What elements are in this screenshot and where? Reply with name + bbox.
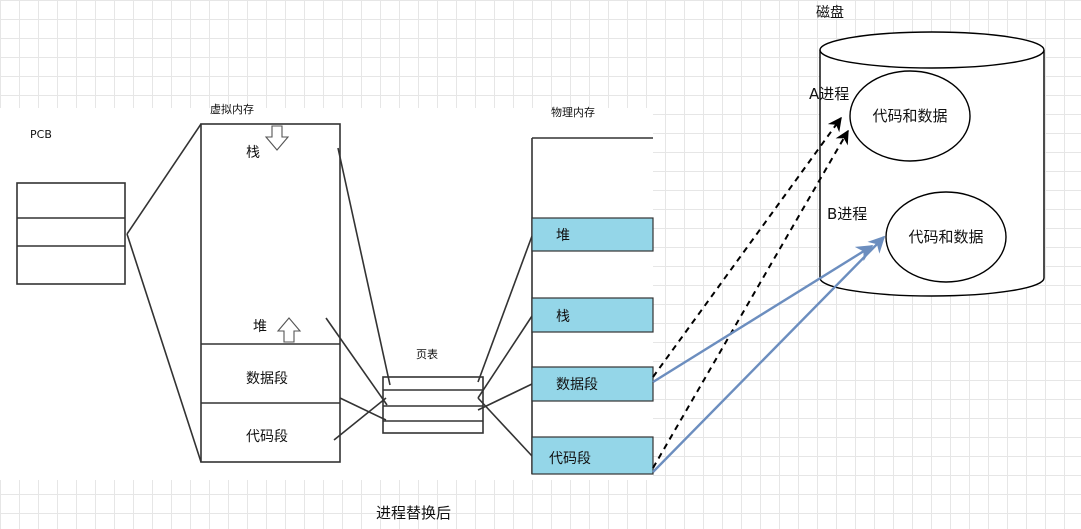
physical-memory-block	[531, 137, 654, 475]
process-b-label: B进程	[827, 205, 867, 223]
page-table-block	[382, 376, 484, 434]
process-a-label: A进程	[809, 85, 849, 103]
disk-title: 磁盘	[816, 4, 844, 21]
page-table-to-physical-lines	[477, 235, 533, 457]
sketch-panel	[0, 108, 653, 480]
virtual-data-segment-label: 数据段	[246, 371, 288, 387]
process-a-ellipse	[849, 70, 971, 162]
virtual-code-segment-label: 代码段	[246, 429, 288, 445]
physical-code-segment-label: 代码段	[549, 451, 591, 467]
physical-code-segment-cell	[531, 436, 654, 475]
virtual-heap-label: 堆	[253, 319, 267, 335]
virtual-to-page-table-lines	[325, 147, 391, 441]
physical-stack-cell	[531, 297, 654, 333]
physical-data-segment-cell	[531, 366, 654, 402]
physical-heap-label: 堆	[556, 228, 570, 244]
process-b-content: 代码和数据	[908, 228, 983, 246]
page-table-title: 页表	[416, 347, 438, 361]
pcb-to-virtual-memory-lines	[126, 123, 202, 463]
virtual-memory-title: 虚拟内存	[210, 102, 254, 116]
physical-heap-cell	[531, 217, 654, 252]
virtual-memory-block	[200, 123, 341, 463]
process-a-content: 代码和数据	[872, 107, 947, 125]
pcb-label: PCB	[30, 128, 52, 141]
physical-memory-title: 物理内存	[551, 105, 595, 119]
virtual-stack-label: 栈	[246, 145, 260, 161]
arrow-data-segment-to-process-a	[652, 116, 842, 378]
arrow-up-icon	[276, 317, 302, 343]
arrow-code-segment-to-process-a	[652, 129, 849, 469]
physical-stack-label: 栈	[556, 309, 570, 325]
physical-data-segment-label: 数据段	[556, 377, 598, 393]
arrow-down-icon	[264, 125, 290, 151]
diagram-caption: 进程替换后	[376, 504, 451, 522]
arrow-data-segment-to-process-b	[652, 244, 874, 384]
pcb-block	[16, 182, 126, 285]
process-b-ellipse	[885, 191, 1007, 283]
arrow-code-segment-to-process-b	[652, 235, 886, 473]
